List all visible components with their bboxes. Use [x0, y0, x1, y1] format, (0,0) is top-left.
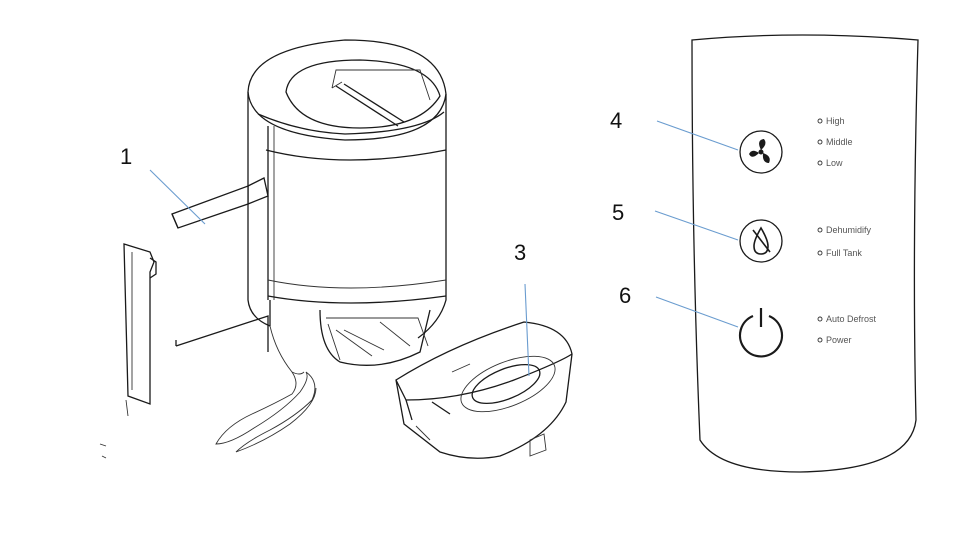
dehumidify-indicators: Dehumidify Full Tank — [817, 225, 872, 258]
callout-5: 5 — [612, 200, 624, 225]
dehumidifier-body — [175, 39, 447, 453]
leader-line-1 — [149, 169, 206, 225]
fan-button[interactable] — [739, 130, 783, 174]
part-2-bracket — [99, 243, 157, 459]
fan-icon — [749, 139, 770, 163]
callout-numbers: 1 3 4 5 6 — [120, 108, 631, 308]
leader-line-4 — [656, 120, 739, 151]
leader-line-5 — [654, 210, 739, 241]
callout-3: 3 — [514, 240, 526, 265]
status-auto-defrost: Auto Defrost — [826, 314, 877, 324]
callout-4: 4 — [610, 108, 622, 133]
status-high: High — [826, 116, 845, 126]
power-button[interactable] — [738, 308, 784, 358]
leader-line-3 — [524, 283, 530, 377]
status-middle: Middle — [826, 137, 853, 147]
status-low: Low — [826, 158, 843, 168]
power-indicators: Auto Defrost Power — [817, 314, 877, 345]
dehumidify-button[interactable] — [739, 219, 783, 263]
status-dehumidify: Dehumidify — [826, 225, 872, 235]
status-power: Power — [826, 335, 852, 345]
water-drop-icon — [752, 226, 771, 255]
leader-line-6 — [655, 296, 739, 328]
callout-6: 6 — [619, 283, 631, 308]
power-icon — [738, 308, 784, 358]
control-panel: High Middle Low Dehumidify Full Tank Aut… — [691, 34, 919, 473]
leader-lines — [149, 120, 739, 377]
part-1-filter-plate — [171, 177, 269, 229]
status-full-tank: Full Tank — [826, 248, 862, 258]
callout-1: 1 — [120, 144, 132, 169]
fan-speed-indicators: High Middle Low — [817, 116, 853, 168]
